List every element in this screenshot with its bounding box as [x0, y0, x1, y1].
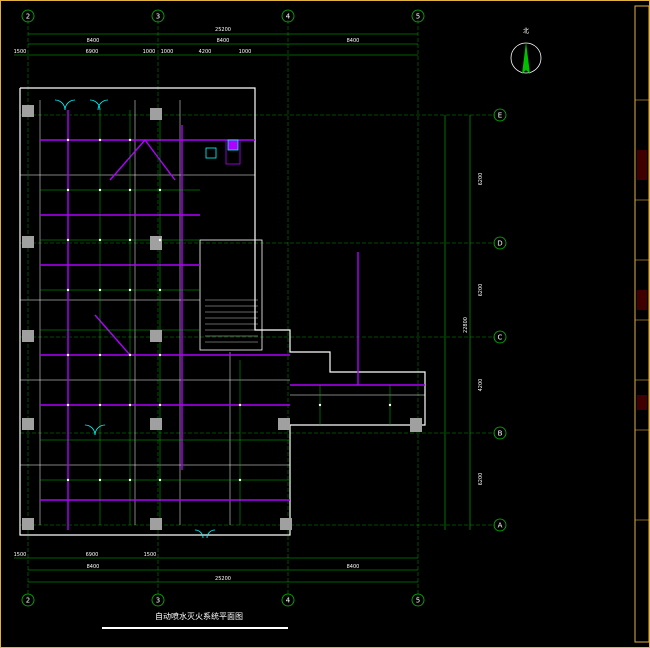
dimension-text: 25200 8400 8400 8400 1500 6900 1000 1000 4200 100…	[14, 27, 484, 582]
axis-label: 2	[26, 597, 30, 605]
dimension-value: 6200	[478, 284, 484, 297]
axis-label: D	[497, 240, 502, 248]
branch-lines	[40, 110, 391, 525]
dimension-value: 1000	[143, 49, 156, 55]
axis-label: A	[498, 522, 503, 530]
axis-label: 5	[416, 13, 420, 21]
dimension-value: 25200	[215, 27, 231, 33]
equipment-symbols	[54, 99, 241, 539]
dimension-value: 8400	[87, 38, 100, 44]
title-block-mark	[637, 150, 647, 180]
axis-bubble-col-5: 5	[411, 9, 425, 23]
dimension-value: 8400	[347, 38, 360, 44]
stair-hatch	[205, 299, 258, 343]
axis-bubble-row-D: D	[493, 236, 507, 250]
north-arrow-icon	[510, 42, 542, 74]
axis-bubble-col-3: 3	[151, 9, 165, 23]
axis-label: 5	[416, 597, 420, 605]
axis-label: B	[498, 430, 503, 438]
dimension-value: 6200	[478, 173, 484, 186]
axis-bubble-col-2: 2	[21, 593, 35, 607]
title-block-border	[634, 5, 650, 643]
dimension-value: 4200	[478, 379, 484, 392]
axis-label: 3	[156, 597, 160, 605]
axis-bubble-row-C: C	[493, 330, 507, 344]
title-block-mark	[637, 290, 647, 310]
dimension-value: 22800	[463, 317, 469, 333]
axis-bubble-row-E: E	[493, 108, 507, 122]
dimension-value: 6200	[478, 473, 484, 486]
dimension-value: 8400	[87, 564, 100, 570]
dimension-value: 4200	[199, 49, 212, 55]
title-block-mark	[637, 395, 647, 410]
axis-bubble-col-3: 3	[151, 593, 165, 607]
north-label: 北	[522, 28, 529, 35]
axis-label: 4	[286, 13, 291, 21]
grid-lines	[20, 20, 495, 598]
axis-label: C	[498, 334, 503, 342]
dimension-value: 1500	[144, 552, 157, 558]
axis-bubble-col-5: 5	[411, 593, 425, 607]
dimension-value: 1000	[161, 49, 174, 55]
dimension-value: 1500	[14, 552, 27, 558]
dimension-value: 8400	[217, 38, 230, 44]
dimension-value: 6900	[86, 49, 99, 55]
axis-bubble-col-2: 2	[21, 9, 35, 23]
drawing-title: 自动喷水灭火系统平面图	[155, 612, 243, 621]
title-block	[634, 5, 650, 643]
axis-bubble-col-4: 4	[281, 9, 295, 23]
dimension-value: 6900	[86, 552, 99, 558]
dimension-value: 1000	[239, 49, 252, 55]
sprinkler-pipes	[40, 110, 425, 530]
dimension-lines	[14, 33, 471, 583]
sprinkler-heads	[66, 138, 392, 482]
axis-bubble-col-4: 4	[281, 593, 295, 607]
axis-label: 3	[156, 13, 160, 21]
structural-columns	[22, 105, 422, 530]
dimension-value: 8400	[347, 564, 360, 570]
building-walls	[19, 87, 426, 536]
axis-label: 4	[286, 597, 291, 605]
axis-bubble-row-A: A	[493, 518, 507, 532]
dimension-value: 25200	[215, 576, 231, 582]
dimension-value: 1500	[14, 49, 27, 55]
axis-bubble-row-B: B	[493, 426, 507, 440]
axis-label: E	[498, 112, 502, 120]
axis-label: 2	[26, 13, 30, 21]
